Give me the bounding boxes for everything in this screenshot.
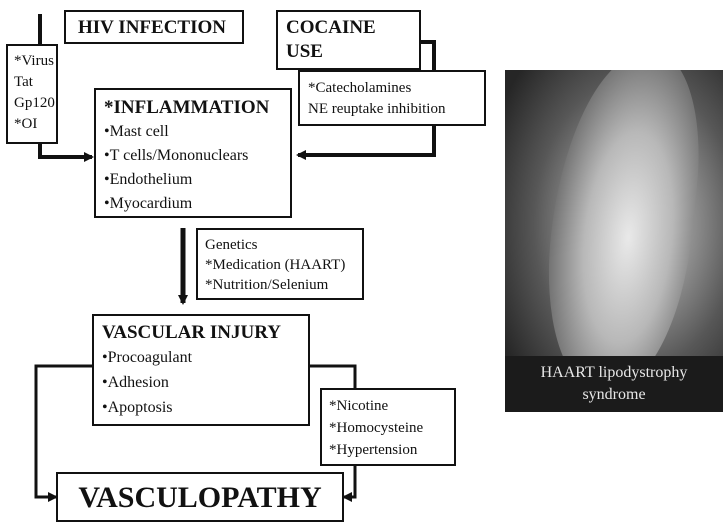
photo-caption: HAART lipodystrophy syndrome xyxy=(505,356,723,412)
risk-factors-box: *Nicotine *Homocysteine *Hypertension xyxy=(320,388,456,466)
cocaine-factors-box: *Catecholamines NE reuptake inhibition xyxy=(298,70,486,126)
patient-torso-image xyxy=(536,70,711,396)
cocaine-use-box: COCAINE USE xyxy=(276,10,421,70)
hiv-infection-title: HIV INFECTION xyxy=(78,17,226,39)
hiv-factors-box: *Virus Tat Gp120 *OI xyxy=(6,44,58,144)
haart-lipodystrophy-photo: HAART lipodystrophy syndrome xyxy=(505,70,723,412)
inflammation-box: *INFLAMMATION •Mast cell •T cells/Mononu… xyxy=(94,88,292,218)
hiv-factor-gp120: Gp120 xyxy=(14,93,56,114)
modifiers-box: Genetics *Medication (HAART) *Nutrition/… xyxy=(196,228,364,300)
cocaine-factor-catecholamines: *Catecholamines xyxy=(308,78,484,99)
vascular-injury-item-apoptosis: •Apoptosis xyxy=(102,395,308,420)
vascular-injury-item-adhesion: •Adhesion xyxy=(102,370,308,395)
modifier-medication-haart: *Medication (HAART) xyxy=(205,255,362,275)
hiv-infection-box: HIV INFECTION xyxy=(64,10,244,44)
inflammation-title: *INFLAMMATION xyxy=(104,96,290,120)
cocaine-use-title-line-1: COCAINE xyxy=(286,16,419,40)
inflammation-item-t-cells: •T cells/Mononuclears xyxy=(104,144,290,168)
inflammation-item-mast-cell: •Mast cell xyxy=(104,120,290,144)
vascular-injury-item-procoagulant: •Procoagulant xyxy=(102,345,308,370)
risk-factor-homocysteine: *Homocysteine xyxy=(329,417,454,439)
vasculopathy-title: VASCULOPATHY xyxy=(58,480,342,516)
inflammation-item-endothelium: •Endothelium xyxy=(104,168,290,192)
risk-factor-nicotine: *Nicotine xyxy=(329,395,454,417)
hiv-factor-oi: *OI xyxy=(14,114,56,135)
vascular-injury-title: VASCULAR INJURY xyxy=(102,321,308,345)
hiv-factor-tat: Tat xyxy=(14,72,56,93)
vascular-injury-box: VASCULAR INJURY •Procoagulant •Adhesion … xyxy=(92,314,310,426)
modifier-genetics: Genetics xyxy=(205,235,362,255)
hiv-factor-virus: *Virus xyxy=(14,51,56,72)
risk-factor-hypertension: *Hypertension xyxy=(329,439,454,461)
photo-caption-line-2: syndrome xyxy=(505,384,723,406)
vasculopathy-box: VASCULOPATHY xyxy=(56,472,344,522)
cocaine-factor-ne-reuptake: NE reuptake inhibition xyxy=(308,99,484,120)
modifier-nutrition-selenium: *Nutrition/Selenium xyxy=(205,275,362,295)
cocaine-use-title-line-2: USE xyxy=(286,40,419,64)
inflammation-item-myocardium: •Myocardium xyxy=(104,192,290,216)
photo-caption-line-1: HAART lipodystrophy xyxy=(505,362,723,384)
